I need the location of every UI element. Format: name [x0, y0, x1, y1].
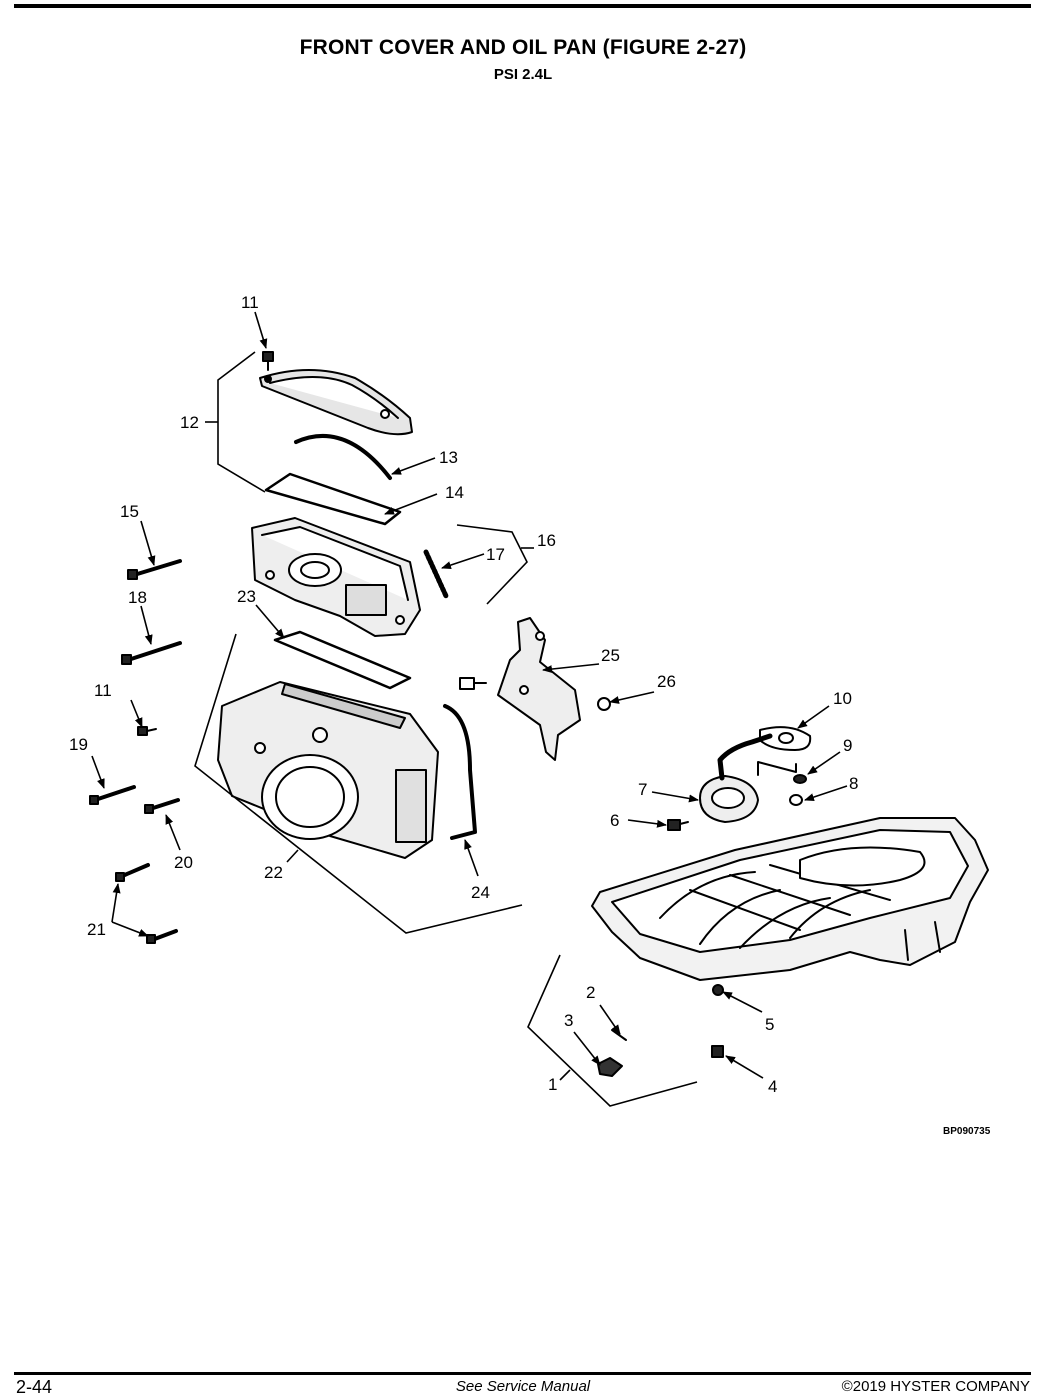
bottom-rule	[14, 1372, 1031, 1375]
part-bolt-18	[121, 641, 182, 665]
callout-24: 24	[471, 883, 490, 902]
part-oil-pan	[591, 817, 989, 981]
part-plug-3	[597, 1057, 623, 1077]
part-seal-24	[443, 704, 477, 840]
part-gasket-10	[759, 726, 812, 751]
callout-17: 17	[486, 545, 505, 564]
callout-3: 3	[564, 1011, 573, 1030]
footer-copyright: ©2019 HYSTER COMPANY	[841, 1378, 1030, 1395]
callout-2: 2	[586, 983, 595, 1002]
part-bolt-15	[127, 559, 182, 580]
part-bolts-21	[115, 863, 178, 944]
callout-8: 8	[849, 774, 858, 793]
callout-11-lower: 11	[94, 681, 112, 700]
callout-10: 10	[833, 689, 852, 708]
part-bolt-bracket	[459, 677, 487, 690]
callout-7: 7	[638, 780, 647, 799]
callout-19: 19	[69, 735, 88, 754]
page-title: FRONT COVER AND OIL PAN (FIGURE 2-27)	[299, 36, 747, 59]
callout-26: 26	[657, 672, 676, 691]
page-subtitle: PSI 2.4L	[493, 66, 553, 83]
part-oil-strainer-7	[699, 733, 773, 823]
part-bolt-19	[89, 785, 136, 805]
callout-23: 23	[237, 587, 256, 606]
callout-22: 22	[264, 863, 283, 882]
callout-12: 12	[180, 413, 199, 432]
top-rule	[14, 4, 1031, 8]
callout-11-top: 11	[241, 293, 259, 312]
callout-25: 25	[601, 646, 620, 665]
part-spring-17	[423, 549, 449, 599]
part-gasket-23	[273, 630, 412, 690]
part-nut-26	[597, 697, 611, 711]
callout-1: 1	[548, 1075, 557, 1094]
page-number: 2-44	[16, 1377, 53, 1397]
callout-6: 6	[610, 811, 619, 830]
footer-note: See Service Manual	[455, 1378, 591, 1395]
callout-5: 5	[765, 1015, 774, 1034]
part-bracket-25	[497, 617, 581, 761]
callout-13: 13	[439, 448, 458, 467]
callout-14: 14	[445, 483, 464, 502]
figure-id: BP090735	[943, 1126, 991, 1137]
part-bolt-11-top	[262, 351, 274, 371]
part-bolt-6	[667, 819, 689, 831]
part-bolt-11-lower	[137, 726, 157, 736]
callout-21: 21	[87, 920, 106, 939]
callout-9: 9	[843, 736, 852, 755]
callout-18: 18	[128, 588, 147, 607]
callout-16: 16	[537, 531, 556, 550]
part-stud-9	[757, 761, 797, 776]
part-plug-4	[711, 1045, 724, 1058]
callout-15: 15	[120, 502, 139, 521]
part-seal-13	[294, 433, 392, 480]
part-front-case	[251, 517, 421, 637]
part-lower-cover-22	[217, 681, 439, 859]
callout-4: 4	[768, 1077, 777, 1096]
part-upper-cover-12	[259, 369, 413, 436]
part-bolt-20	[144, 798, 180, 814]
part-gasket-14	[264, 472, 402, 526]
callout-20: 20	[174, 853, 193, 872]
